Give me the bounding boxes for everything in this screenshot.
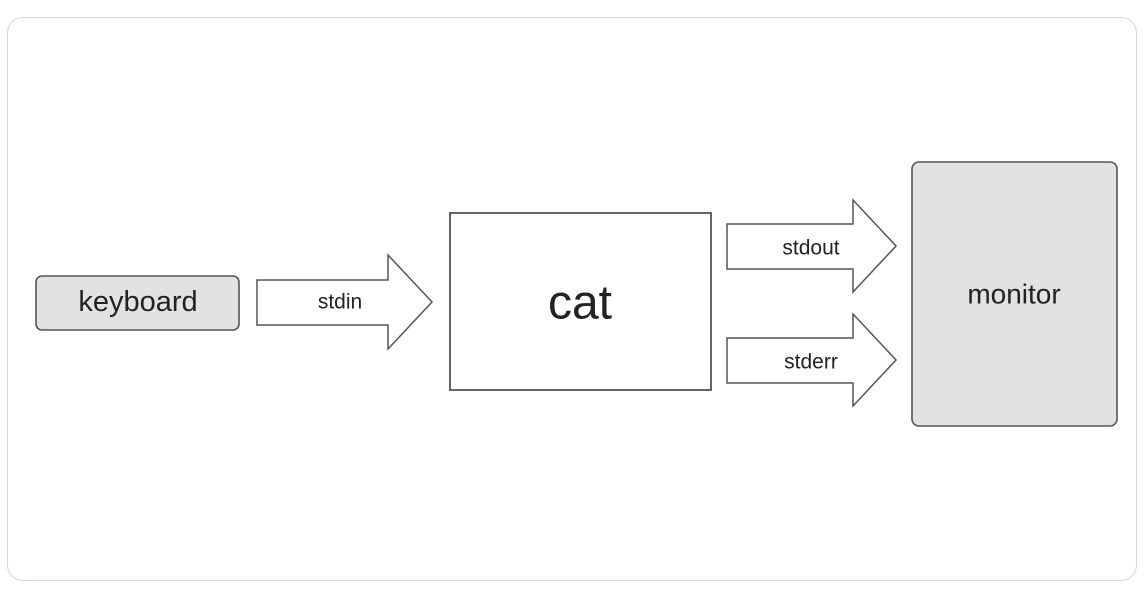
monitor-box bbox=[911, 161, 1118, 427]
cat-label: cat bbox=[548, 277, 612, 330]
stdout-arrow: stdout bbox=[726, 198, 898, 294]
keyboard-label: keyboard bbox=[78, 286, 197, 318]
cat-box bbox=[449, 212, 712, 391]
keyboard-node: keyboard bbox=[35, 275, 240, 331]
stdin-arrow: stdin bbox=[256, 253, 434, 351]
cat-node: cat bbox=[449, 212, 712, 391]
monitor-label: monitor bbox=[967, 279, 1060, 310]
stderr-arrow: stderr bbox=[726, 312, 898, 408]
monitor-node: monitor bbox=[911, 161, 1118, 427]
stdin-label: stdin bbox=[318, 291, 362, 314]
stderr-arrow-shape bbox=[726, 312, 898, 408]
stdout-arrow-shape bbox=[726, 198, 898, 294]
keyboard-box bbox=[35, 275, 240, 331]
stderr-label: stderr bbox=[784, 351, 838, 374]
stdout-label: stdout bbox=[782, 237, 839, 260]
stdin-arrow-shape bbox=[256, 253, 434, 351]
